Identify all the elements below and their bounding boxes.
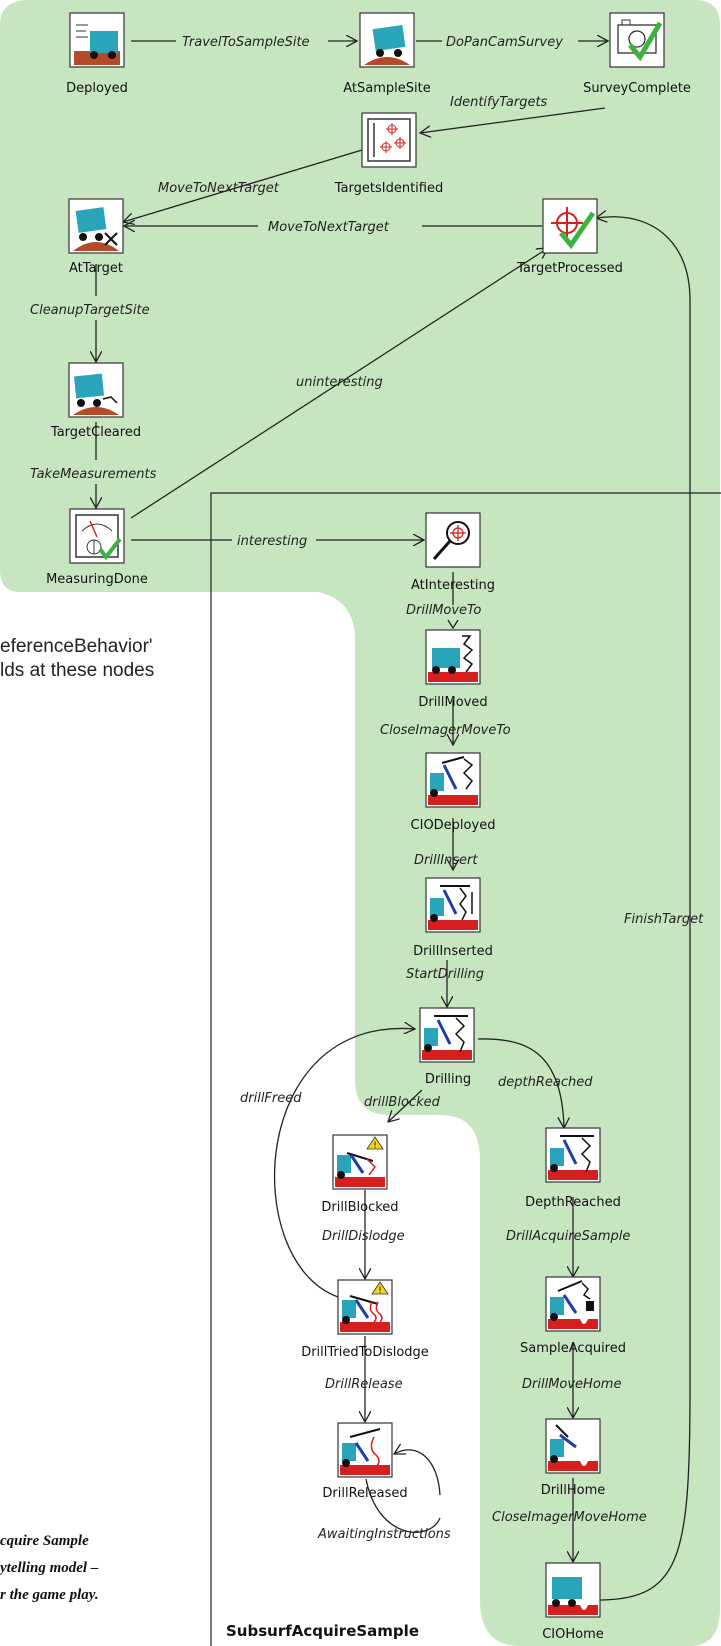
state-deployed-label: Deployed: [66, 81, 128, 96]
label-take-measurements: TakeMeasurements: [30, 467, 157, 482]
label-close-imager-move-to: CloseImagerMoveTo: [380, 723, 511, 738]
node-survey-complete: [610, 13, 664, 67]
state-targets-identified-label: TargetsIdentified: [334, 181, 443, 196]
svg-text:!: !: [378, 1286, 382, 1296]
node-targets-identified: [362, 113, 416, 167]
state-drill-home-label: DrillHome: [541, 1483, 606, 1498]
node-at-interesting: [426, 513, 480, 567]
state-depth-reached-label: DepthReached: [525, 1195, 621, 1210]
node-measuring-done: [70, 509, 124, 563]
caption-line-1: cquire Sample: [0, 1533, 89, 1549]
caption-line-2: ytelling model –: [0, 1560, 99, 1576]
label-drill-move-home: DrillMoveHome: [522, 1377, 621, 1392]
reference-behavior-note-line-1: eferenceBehavior': [0, 636, 153, 657]
label-travel-to-sample-site: TravelToSampleSite: [182, 35, 310, 50]
state-drilling-label: Drilling: [425, 1072, 471, 1087]
state-cio-home-label: CIOHome: [542, 1627, 604, 1642]
caption-line-3: r the game play.: [0, 1587, 99, 1603]
node-target-cleared: [69, 363, 123, 417]
node-sample-acquired: [546, 1277, 600, 1331]
node-cio-home: [546, 1563, 600, 1617]
label-interesting: interesting: [237, 534, 307, 549]
label-drill-freed: drillFreed: [240, 1091, 302, 1106]
state-sample-acquired-label: SampleAcquired: [520, 1341, 626, 1356]
state-measuring-done-label: MeasuringDone: [46, 572, 148, 587]
node-drill-released: [338, 1423, 392, 1477]
node-drill-moved: [426, 630, 480, 684]
label-move-to-next-target-1: MoveToNextTarget: [158, 181, 280, 196]
state-at-sample-site-label: AtSampleSite: [343, 81, 430, 96]
subsystem-title: SubsurfAcquireSample: [226, 1622, 419, 1640]
label-drill-blocked: drillBlocked: [364, 1095, 441, 1110]
reference-behavior-note-line-2: lds at these nodes: [0, 660, 154, 681]
node-drilling: [420, 1008, 474, 1062]
label-awaiting-instructions: AwaitingInstructions: [317, 1527, 451, 1542]
label-finish-target: FinishTarget: [624, 912, 704, 927]
state-drill-tried-to-dislodge-label: DrillTriedToDislodge: [301, 1345, 429, 1360]
state-drill-released-label: DrillReleased: [322, 1486, 407, 1501]
node-depth-reached: [546, 1128, 600, 1182]
label-drill-release: DrillRelease: [325, 1377, 403, 1392]
state-at-interesting-label: AtInteresting: [411, 578, 495, 593]
node-at-sample-site: [360, 13, 414, 67]
state-survey-complete-label: SurveyComplete: [583, 81, 691, 96]
state-target-processed-label: TargetProcessed: [516, 261, 623, 276]
label-drill-dislodge: DrillDislodge: [322, 1229, 405, 1244]
label-move-to-next-target-2: MoveToNextTarget: [268, 220, 390, 235]
state-drill-inserted-label: DrillInserted: [413, 944, 493, 959]
state-target-cleared-label: TargetCleared: [50, 425, 141, 440]
label-do-pancam-survey: DoPanCamSurvey: [446, 35, 563, 50]
label-close-imager-move-home: CloseImagerMoveHome: [492, 1510, 647, 1525]
label-drill-acquire-sample: DrillAcquireSample: [506, 1229, 630, 1244]
node-drill-blocked: !: [333, 1135, 387, 1189]
node-cio-deployed: [426, 753, 480, 807]
node-target-processed: [543, 199, 597, 253]
label-drill-insert: DrillInsert: [414, 853, 478, 868]
state-drill-blocked-label: DrillBlocked: [321, 1200, 398, 1215]
node-drill-home: [546, 1419, 600, 1473]
node-drill-inserted: [426, 878, 480, 932]
state-at-target-label: AtTarget: [69, 261, 123, 276]
label-uninteresting: uninteresting: [296, 375, 383, 390]
label-identify-targets: IdentifyTargets: [450, 95, 548, 110]
svg-text:!: !: [373, 1141, 377, 1151]
state-drill-moved-label: DrillMoved: [418, 695, 487, 710]
label-drill-move-to: DrillMoveTo: [406, 603, 481, 618]
node-drill-tried-to-dislodge: !: [338, 1280, 392, 1334]
node-at-target: [69, 199, 123, 253]
label-start-drilling: StartDrilling: [406, 967, 484, 982]
label-depth-reached: depthReached: [498, 1075, 593, 1090]
node-deployed: [70, 13, 124, 67]
state-cio-deployed-label: CIODeployed: [411, 818, 496, 833]
label-cleanup-target-site: CleanupTargetSite: [30, 303, 150, 318]
